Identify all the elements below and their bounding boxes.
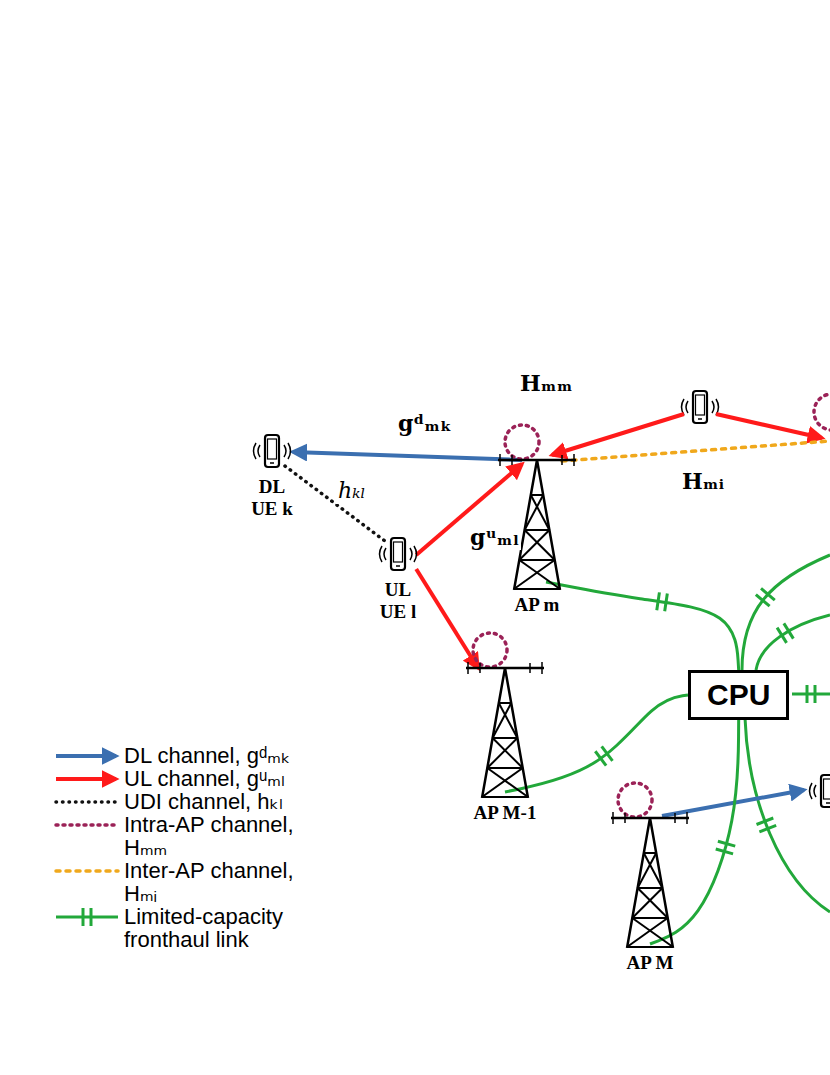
channel-label: gᵘₘₗ [468, 524, 521, 550]
inter-ap-channel [562, 441, 830, 461]
ap-node: AP m [492, 420, 582, 616]
phone-icon [682, 391, 719, 423]
node-label: CPU [707, 679, 770, 711]
fronthaul-tick [759, 825, 776, 831]
fronthaul-tick [784, 623, 794, 638]
fronthaul-link [650, 720, 739, 944]
fronthaul-tick [806, 685, 809, 703]
legend-line [56, 754, 116, 758]
fronthaul-tick [761, 588, 775, 600]
ap-tower [498, 425, 576, 590]
fronthaul-tick [90, 908, 93, 926]
fronthaul-link [792, 693, 830, 696]
legend-text: DL channel, gᵈₘₖ [124, 744, 324, 767]
legend-line [56, 823, 118, 827]
legend-sample [52, 767, 124, 790]
legend-text: UL channel, gᵘₘₗ [124, 767, 324, 790]
fronthaul-tick [757, 818, 774, 824]
ap-tower [492, 420, 582, 590]
fronthaul-tick [814, 685, 817, 703]
phone-icon [376, 535, 420, 575]
fronthaul-tick [756, 595, 770, 607]
ue-node: UL UE l [372, 535, 424, 623]
legend-text: Intra-AP channel, Hₘₘ [124, 813, 324, 859]
ul-channel-arrow [552, 414, 684, 455]
phone-icon [380, 538, 417, 570]
channel-label: Hₘₘ [518, 370, 575, 396]
fronthaul-link [745, 718, 830, 912]
legend-text: Inter-AP channel, Hₘᵢ [124, 859, 324, 905]
channel-label: hₖₗ [336, 478, 368, 504]
ul-channel-arrow [416, 569, 478, 668]
legend-line [56, 916, 118, 919]
ap-node: AP M-1 [460, 628, 550, 824]
ul-channel-arrow [416, 464, 522, 555]
legend-text: UDI channel, hₖₗ [124, 790, 324, 813]
node-label: AP m [492, 594, 582, 616]
legend-line [56, 869, 118, 873]
legend-row: DL channel, gᵈₘₖ [52, 744, 324, 767]
legend-row: UL channel, gᵘₘₗ [52, 767, 324, 790]
intra-ap-channel [814, 394, 830, 430]
ul-channel-arrow [716, 414, 822, 438]
legend-row: Intra-AP channel, Hₘₘ [52, 813, 324, 859]
legend-row: Limited-capacity fronthaul link [52, 905, 324, 951]
node-label: DL UE k [246, 476, 298, 520]
ap-node: AP M [605, 778, 695, 974]
legend-line [56, 777, 116, 781]
fronthaul-link [742, 555, 830, 670]
udi-channel [285, 466, 388, 543]
legend-text: Limited-capacity fronthaul link [124, 905, 324, 951]
node-label: AP M-1 [460, 802, 550, 824]
legend-sample [52, 790, 124, 813]
legend-line [56, 800, 118, 804]
ap-tower [460, 628, 550, 798]
node-label: AP M [605, 952, 695, 974]
legend-sample [52, 859, 124, 882]
ue-node: DL UE k [246, 432, 298, 520]
legend-sample [52, 744, 124, 767]
cpu-box: CPU [688, 670, 789, 720]
legend-row: UDI channel, hₖₗ [52, 790, 324, 813]
dl-channel-arrow [293, 452, 522, 460]
legend-row: Inter-AP channel, Hₘᵢ [52, 859, 324, 905]
phone-icon [810, 775, 830, 807]
fronthaul-link [546, 582, 739, 670]
legend-sample [52, 813, 124, 836]
fronthaul-link [505, 695, 688, 792]
fronthaul-link [756, 615, 830, 670]
ap-tower [611, 783, 689, 948]
phone-icon [250, 432, 294, 472]
node-label: UL UE l [372, 579, 424, 623]
channel-label: Hₘᵢ [680, 468, 726, 494]
legend-sample [52, 905, 124, 928]
fronthaul-tick [82, 908, 85, 926]
phone-icon [254, 435, 291, 467]
legend: DL channel, gᵈₘₖUL channel, gᵘₘₗUDI chan… [52, 744, 324, 951]
fronthaul-ticks [595, 592, 735, 854]
channel-label: gᵈₘₖ [396, 410, 454, 436]
fronthaul-tick [777, 628, 787, 643]
ap-tower [605, 778, 695, 948]
ap-tower [466, 633, 544, 798]
